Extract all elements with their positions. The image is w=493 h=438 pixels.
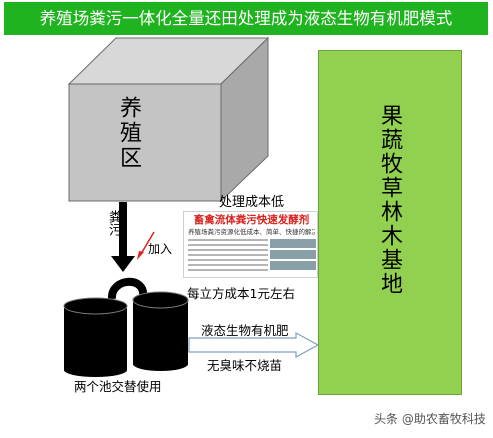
poster-title: 畜禽流体粪污快速发酵剂 [193, 214, 310, 226]
two-pools-label: 两个池交替使用 [74, 379, 162, 394]
farm-cube [67, 36, 270, 203]
dung-label: 粪污 [106, 210, 121, 236]
product-poster: 畜禽流体粪污快速发酵剂 养殖场粪污资源化低成本、简单、快捷的解决方案产品 [183, 211, 318, 278]
no-odor-label: 无臭味不烧苗 [207, 358, 283, 373]
diagram-title: 养殖场粪污一体化全量还田处理成为液态生物有机肥模式 [39, 9, 453, 28]
cost-per-cubic-label: 每立方成本1元左右 [187, 286, 295, 301]
add-label: 加入 [148, 242, 173, 256]
title-banner: 养殖场粪污一体化全量还田处理成为液态生物有机肥模式 [4, 2, 488, 35]
watermark: 头条 @助农畜牧科技 [374, 412, 486, 426]
pool-right [132, 291, 189, 371]
poster-text-lines [188, 239, 268, 274]
dung-arrow [111, 202, 135, 272]
additive-arrow [137, 231, 155, 260]
outflow-arrow [188, 331, 320, 359]
poster-subtitle: 养殖场粪污资源化低成本、简单、快捷的解决方案产品 [188, 228, 315, 236]
farm-area-label: 养殖区 [116, 96, 141, 171]
low-cost-label: 处理成本低 [219, 195, 285, 210]
poster-photos [270, 239, 316, 272]
planting-base-label: 果蔬牧草林木基地 [377, 104, 402, 296]
pool-left [63, 297, 128, 377]
liquid-fertilizer-label: 液态生物有机肥 [201, 323, 289, 338]
pool-connector-pipe [108, 277, 148, 300]
planting-base-box [318, 50, 462, 395]
